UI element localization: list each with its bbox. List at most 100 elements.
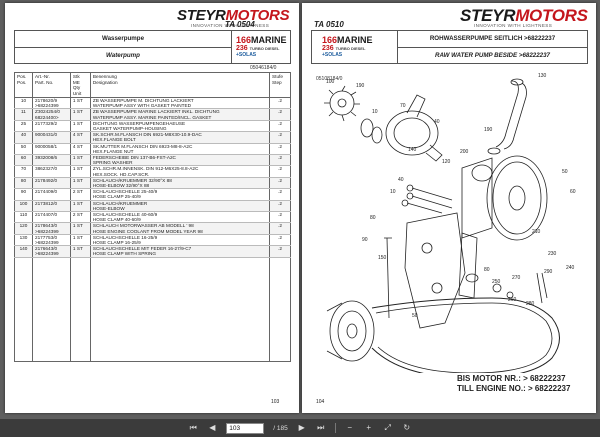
cell-stufe: .2	[269, 120, 291, 133]
parts-table: Pos. Pos. Art.-Nr. Part. No. Stk ME Qty …	[14, 72, 291, 362]
cell-stufe: .2	[269, 211, 291, 224]
zoom-out-icon[interactable]: −	[347, 423, 353, 432]
cell-qty: 1 ST	[69, 154, 91, 167]
cell-art: 2177329/2	[31, 120, 71, 133]
cell-qty: 1 ST	[69, 177, 91, 190]
cell-pos: 130	[14, 234, 33, 247]
rotate-icon[interactable]: ↻	[403, 423, 411, 432]
cell-qty: 2 ST	[69, 211, 91, 224]
cell-art: 2173812/0	[31, 200, 71, 213]
callout-number: 250	[492, 279, 501, 285]
cell-qty: 1 ST	[69, 120, 91, 133]
drawing-reference: 05046184/0	[250, 65, 277, 71]
page-number-input[interactable]	[226, 422, 265, 434]
cell-stufe: .2	[269, 200, 291, 213]
engine-number-note: BIS MOTOR NR.: > 68222237 TILL ENGINE NO…	[457, 374, 570, 394]
col-pos: Pos. Pos.	[14, 72, 33, 98]
callout-number: 240	[566, 265, 575, 271]
cell-qty: 4 ST	[69, 143, 91, 156]
last-page-icon[interactable]: ⏭	[317, 423, 325, 432]
cell-stufe: .2	[269, 165, 291, 178]
pdf-toolbar: ⏮ ◀ / 185 ▶ ⏭ − + ⤢ ↻	[0, 419, 600, 437]
callout-number: 210	[532, 229, 541, 235]
cell-des: SCHLAUCHSCHELLE 40-60/9 HOSE CLAMP 40-60…	[89, 211, 271, 224]
cell-pos: 140	[14, 245, 33, 258]
left-page: STEYRMOTORS INNOVATION WITH LIGHTNESS TA…	[5, 3, 299, 413]
cell-des: SCHLAUCH MOTORWASSER AB MODELL ’ 98 HOSE…	[89, 222, 271, 235]
cell-stufe: .2	[269, 154, 291, 167]
cell-pos: 11	[14, 108, 33, 121]
zoom-in-icon[interactable]: +	[366, 423, 372, 432]
callout-number: 260	[508, 297, 517, 303]
cell-des: SCHLAUCHSCHELLE 25-40/9 HOSE CLAMP 25-40…	[89, 188, 271, 201]
cell-qty: 1 ST	[69, 222, 91, 235]
callout-number: 40	[398, 177, 404, 183]
cell-des: DICHTUNG WASSERPUMPENGEHAEUSE GASKET WAT…	[89, 120, 271, 133]
cell-des: SCHLAUCH/KRUEMMER HOSE-ELBOW	[89, 200, 271, 213]
cell-des: SK.MUTTER M.FLANSCH DIN 6923-M8-8-A2C HE…	[89, 143, 271, 156]
cell-pos: 10	[14, 97, 33, 110]
cell-art: 9000431/0	[31, 131, 71, 144]
till-engine-line: TILL ENGINE NO.: > 68222237	[457, 384, 571, 393]
callout-number: 190	[356, 83, 365, 89]
title-box: 166MARINE 236 TURBO DIESEL +SOLAS ROHWAS…	[311, 30, 588, 64]
cell-art: 2178620/9 >68224399	[31, 97, 71, 110]
title-english: RAW WATER PUMP BESIDE >68222237	[434, 51, 551, 59]
logo-tagline: INNOVATION WITH LIGHTNESS	[474, 23, 553, 28]
right-page: STEYRMOTORS INNOVATION WITH LIGHTNESS TA…	[302, 3, 596, 413]
callout-number: 120	[442, 159, 451, 165]
cell-pos: 60	[14, 154, 33, 167]
marine-badge: 166MARINE 236 TURBO DIESEL +SOLAS	[236, 35, 287, 59]
next-page-icon[interactable]: ▶	[298, 423, 305, 432]
callout-number: 40	[434, 119, 440, 125]
callout-number: 80	[370, 215, 376, 221]
cell-art: 3862327/0	[31, 165, 71, 178]
cell-pos: 25	[14, 120, 33, 133]
callout-number: 50	[562, 169, 568, 175]
callout-number: 90	[362, 237, 368, 243]
crank-pulley	[326, 300, 375, 362]
col-designation: Benennung Designation	[89, 72, 271, 98]
marine-badge: 166MARINE 236 TURBO DIESEL +SOLAS	[312, 31, 398, 63]
page-code: TA 0510	[314, 20, 344, 29]
cell-qty: 4 ST	[69, 131, 91, 144]
cell-pos: 70	[14, 165, 33, 178]
first-page-icon[interactable]: ⏮	[189, 423, 197, 432]
cell-art: 2174407/0	[31, 211, 71, 224]
cell-stufe: .2	[269, 188, 291, 201]
fit-page-icon[interactable]: ⤢	[384, 423, 391, 432]
callout-number: 270	[512, 275, 521, 281]
callout-number: 50	[412, 313, 418, 319]
water-pump-pulley	[461, 155, 548, 241]
cell-des: FEDERSCHEIBE DIN 137-B6-FST-A2C SPRING W…	[89, 154, 271, 167]
cell-pos: 100	[14, 200, 33, 213]
callout-number: 80	[484, 267, 490, 273]
callout-number: 130	[538, 73, 547, 79]
callout-number: 70	[400, 103, 406, 109]
bolts	[384, 184, 453, 319]
callout-number: 190	[484, 127, 493, 133]
cell-pos: 50	[14, 143, 33, 156]
cell-stufe: .2	[269, 143, 291, 156]
cell-stufe: .2	[269, 177, 291, 190]
page-number: 103	[271, 399, 280, 405]
cell-stufe: .2	[269, 131, 291, 144]
title-german: ROHWASSERPUMPE SEITLICH >68222237	[398, 31, 587, 48]
page-number: 104	[316, 399, 325, 405]
prev-page-icon[interactable]: ◀	[209, 423, 216, 432]
page-code: TA 0504	[225, 20, 255, 29]
cell-des: ZB WASSERPUMPE MARINE LACKIERT INKL. DIC…	[89, 108, 271, 121]
cell-stufe: .2	[269, 222, 291, 235]
drawing-reference: 05108184/0	[316, 76, 343, 82]
logo-tagline: INNOVATION WITH LIGHTNESS	[191, 23, 270, 28]
cell-qty: 1 ST	[69, 234, 91, 247]
cell-art: 2177753/0 >68224399	[31, 234, 71, 247]
